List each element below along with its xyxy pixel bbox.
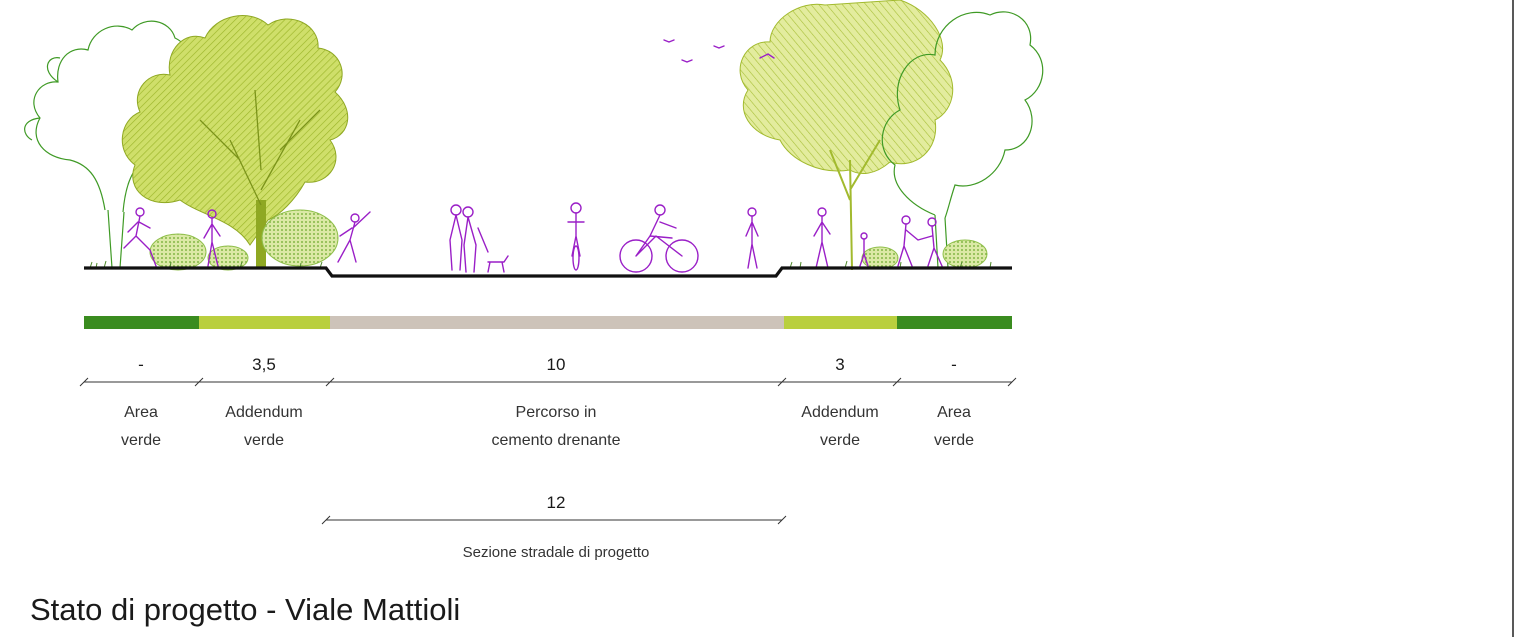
- band-value: -: [138, 355, 144, 374]
- person-cyclist-side: [619, 204, 699, 273]
- page-title: Stato di progetto - Viale Mattioli: [30, 592, 460, 627]
- grass: [89, 260, 992, 269]
- band-label: Addendum: [801, 404, 878, 421]
- person-walker: [745, 207, 759, 269]
- person-walker: [203, 209, 221, 267]
- band-label: verde: [820, 432, 860, 449]
- shrub: [149, 233, 207, 271]
- ground-profile: [84, 266, 1012, 278]
- total-value: 12: [547, 493, 566, 512]
- band-label: verde: [934, 432, 974, 449]
- shrub: [261, 209, 339, 267]
- person-child: [337, 211, 371, 263]
- section-band: [897, 316, 1012, 329]
- band-label: Area: [124, 404, 158, 421]
- section-band: [84, 316, 199, 329]
- birds: [663, 39, 775, 63]
- tree-left-hatched: [121, 15, 349, 268]
- band-label: Percorso in: [516, 404, 597, 421]
- band-value: -: [951, 355, 957, 374]
- person-child: [859, 232, 869, 267]
- section-bands: [84, 316, 1012, 329]
- person-cyclist-front: [567, 202, 585, 271]
- band-value: 10: [547, 355, 566, 374]
- band-label: Area: [937, 404, 971, 421]
- person-couple: [449, 204, 489, 273]
- people-figures: [123, 202, 943, 273]
- person-family: [897, 215, 943, 267]
- person-standing: [813, 207, 831, 269]
- total-dimension-line: [321, 515, 787, 525]
- dimension-line: [79, 377, 1017, 387]
- tree-right-hatched: [739, 0, 954, 271]
- section-band: [330, 316, 784, 329]
- shrub: [942, 239, 988, 269]
- band-value: 3,5: [252, 355, 276, 374]
- band-label: verde: [244, 432, 284, 449]
- section-band: [199, 316, 330, 329]
- band-label: verde: [121, 432, 161, 449]
- band-value: 3: [835, 355, 844, 374]
- total-caption: Sezione stradale di progetto: [463, 544, 650, 561]
- band-label: cemento drenante: [492, 432, 621, 449]
- band-label: Addendum: [225, 404, 302, 421]
- person-runner: [123, 207, 157, 267]
- dog: [487, 255, 509, 273]
- section-band: [784, 316, 897, 329]
